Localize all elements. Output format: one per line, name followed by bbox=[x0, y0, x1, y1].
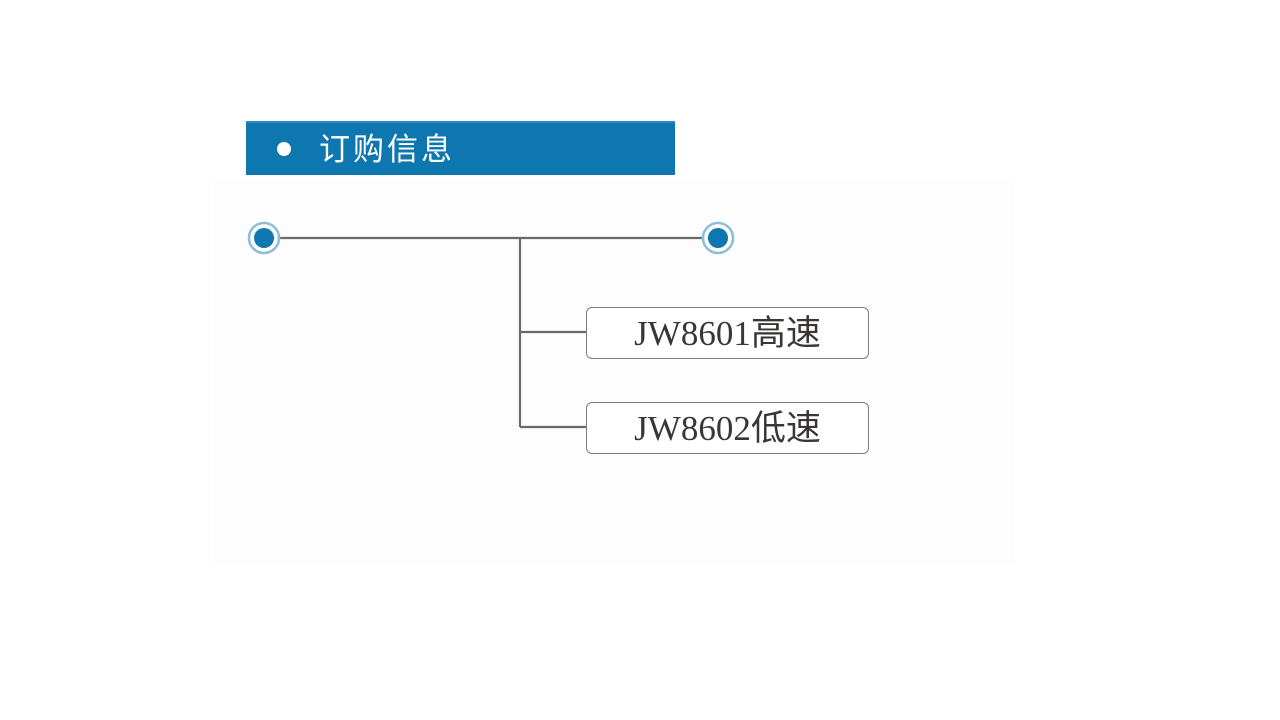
node-right-core bbox=[708, 228, 728, 248]
leaf-box-jw8601: JW8601高速 bbox=[586, 307, 869, 359]
node-left-core bbox=[254, 228, 274, 248]
node-left-white-ring bbox=[250, 224, 278, 252]
node-right-white-ring bbox=[704, 224, 732, 252]
content-panel bbox=[213, 180, 1014, 563]
node-right-outer-ring bbox=[701, 221, 735, 255]
leaf-label-jw8601: JW8601高速 bbox=[634, 313, 821, 353]
leaf-box-jw8602: JW8602低速 bbox=[586, 402, 869, 454]
bullet-dot-icon bbox=[277, 142, 291, 156]
node-right bbox=[701, 221, 735, 255]
leaf-label-jw8602: JW8602低速 bbox=[634, 408, 821, 448]
node-left-outer-ring bbox=[247, 221, 281, 255]
node-left bbox=[247, 221, 281, 255]
section-header-bar: 订购信息 bbox=[246, 121, 675, 175]
section-title: 订购信息 bbox=[319, 131, 455, 167]
tree-diagram bbox=[247, 221, 735, 429]
